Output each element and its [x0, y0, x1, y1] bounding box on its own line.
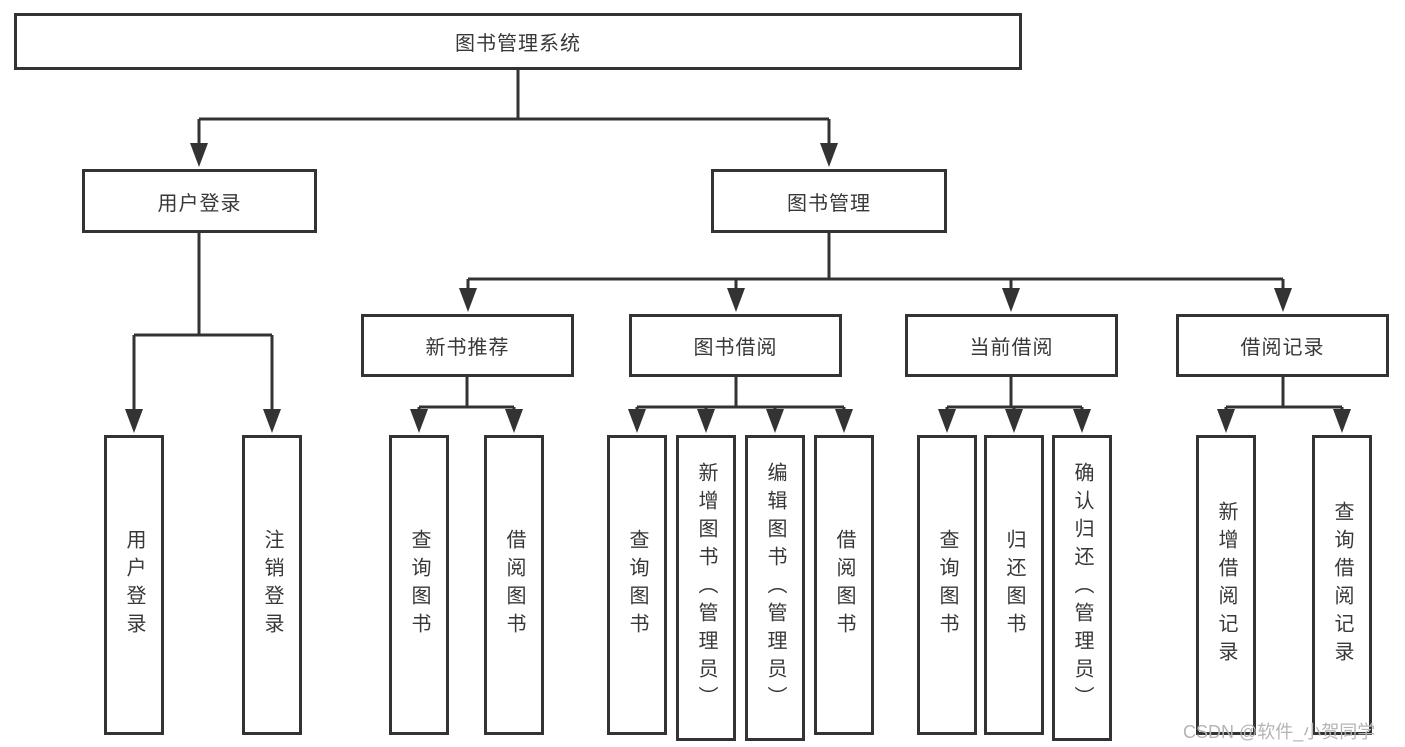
leaf-logout: 注销登录: [242, 435, 302, 735]
node-book-borrow: 图书借阅: [629, 314, 842, 377]
node-label: 图书借阅: [693, 337, 778, 359]
leaf-label: 确认归还（管理员）: [1071, 462, 1093, 714]
node-label: 图书管理: [787, 192, 871, 215]
arrow-down-icon: [820, 143, 838, 167]
node-user-login: 用户登录: [82, 169, 317, 233]
leaf-borrow-book: 借阅图书: [814, 435, 874, 735]
arrow-down-icon: [459, 288, 477, 312]
node-label: 用户登录: [157, 192, 242, 215]
arrow-down-icon: [835, 409, 853, 433]
leaf-label: 编辑图书（管理员）: [764, 462, 786, 714]
node-book-management: 图书管理: [711, 169, 947, 233]
leaf-label: 查询图书: [408, 529, 430, 641]
connector-root: [190, 70, 838, 167]
arrow-down-icon: [628, 409, 646, 433]
leaf-query-book-current: 查询图书: [917, 435, 977, 735]
arrow-down-icon: [1002, 288, 1020, 312]
arrow-down-icon: [1274, 288, 1292, 312]
leaf-borrow-book-recommend: 借阅图书: [484, 435, 544, 735]
node-library-management-system: 图书管理系统: [14, 13, 1022, 70]
arrow-down-icon: [938, 409, 956, 433]
arrow-down-icon: [727, 288, 745, 312]
leaf-query-book-borrow: 查询图书: [607, 435, 667, 735]
leaf-label: 用户登录: [123, 529, 145, 641]
leaf-return-book: 归还图书: [984, 435, 1044, 735]
node-label: 借阅记录: [1240, 337, 1325, 359]
leaf-label: 查询图书: [936, 529, 958, 641]
leaf-label: 注销登录: [261, 529, 283, 641]
leaf-add-borrow-record: 新增借阅记录: [1196, 435, 1256, 735]
arrow-down-icon: [263, 409, 281, 433]
connector-new-book-recommend: [410, 377, 523, 433]
arrow-down-icon: [505, 409, 523, 433]
arrow-down-icon: [697, 409, 715, 433]
leaf-add-book-admin: 新增图书（管理员）: [676, 435, 736, 741]
node-label: 当前借阅: [969, 337, 1054, 359]
arrow-down-icon: [190, 143, 208, 167]
arrow-down-icon: [125, 409, 143, 433]
leaf-query-borrow-record: 查询借阅记录: [1312, 435, 1372, 735]
connector-borrow-records: [1217, 377, 1351, 433]
leaf-label: 归还图书: [1003, 529, 1025, 641]
connector-user-login: [125, 233, 281, 433]
node-current-borrow: 当前借阅: [905, 314, 1118, 377]
leaf-user-login: 用户登录: [104, 435, 164, 735]
arrow-down-icon: [1333, 409, 1351, 433]
csdn-watermark: CSDN @软件_小贺同学: [1183, 722, 1376, 742]
leaf-label: 查询借阅记录: [1331, 501, 1353, 669]
connector-current-borrow: [938, 377, 1091, 433]
leaf-edit-book-admin: 编辑图书（管理员）: [745, 435, 805, 741]
arrow-down-icon: [1005, 409, 1023, 433]
arrow-down-icon: [1073, 409, 1091, 433]
node-label: 图书管理系统: [455, 33, 581, 55]
node-borrow-records: 借阅记录: [1176, 314, 1389, 377]
arrow-down-icon: [766, 409, 784, 433]
node-new-book-recommend: 新书推荐: [361, 314, 574, 377]
arrow-down-icon: [1217, 409, 1235, 433]
node-label: 新书推荐: [425, 337, 510, 359]
arrow-down-icon: [410, 409, 428, 433]
leaf-label: 新增图书（管理员）: [695, 462, 717, 714]
leaf-label: 查询图书: [626, 529, 648, 641]
leaf-confirm-return-admin: 确认归还（管理员）: [1052, 435, 1112, 741]
leaf-label: 借阅图书: [833, 529, 855, 641]
connector-book-management: [459, 233, 1292, 312]
leaf-label: 借阅图书: [503, 529, 525, 641]
leaf-query-book-recommend: 查询图书: [389, 435, 449, 735]
connector-book-borrow: [628, 377, 853, 433]
leaf-label: 新增借阅记录: [1215, 501, 1237, 669]
